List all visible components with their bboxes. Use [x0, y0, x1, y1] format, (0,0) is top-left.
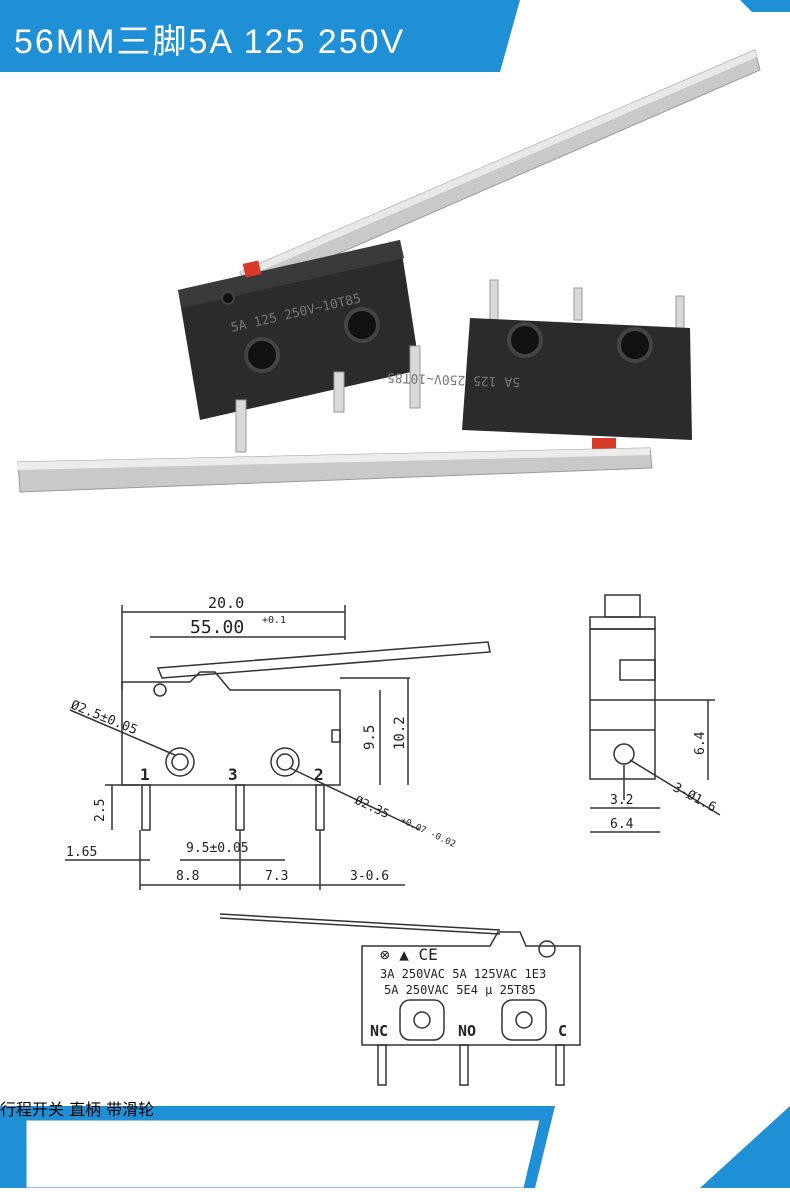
dim-lever-tol: +0.1 [262, 615, 286, 626]
terminal-no: NO [458, 1022, 476, 1040]
dim-side-w2: 6.4 [610, 817, 634, 832]
dim-pin-pitch-2: 7.3 [265, 869, 288, 884]
bottom-banner [0, 1096, 790, 1189]
dim-lever-length: 55.00 [190, 617, 244, 638]
rating-line-2: 5A 250VAC 5E4 μ 25T85 [384, 983, 536, 997]
bottom-banner-shape [0, 1106, 790, 1189]
dim-pin-width: 3-0.6 [350, 869, 389, 884]
left-hole-2 [344, 307, 380, 343]
pin-label-2: 2 [314, 765, 324, 784]
dim-offset: 1.65 [66, 845, 97, 860]
pin-label-3: 3 [228, 765, 238, 784]
pin-label-1: 1 [140, 765, 150, 784]
dim-height-total: 10.2 [392, 716, 408, 750]
dimension-drawing: 20.0 55.00 +0.1 Ø2.5±0.05 9.5 10.2 Ø2.35… [65, 594, 721, 890]
dim-side-w1: 3.2 [610, 793, 633, 808]
top-banner-shape [0, 0, 790, 72]
rating-line-1: 3A 250VAC 5A 125VAC 1E3 [380, 967, 546, 981]
footer-label: 行程开关 直柄 带滑轮 [0, 1100, 155, 1119]
left-hole-1 [244, 337, 280, 373]
dim-pin-len: 2.5 [93, 799, 108, 822]
left-pin-3 [333, 371, 345, 413]
terminal-nc: NC [370, 1022, 388, 1040]
right-switch: 5A 125 250V~10T85 [387, 279, 692, 452]
wiring-drawing: ⊗ ▲ CE 3A 250VAC 5A 125VAC 1E3 5A 250VAC… [219, 913, 581, 1086]
terminal-c: C [558, 1022, 567, 1040]
right-hole-1 [507, 322, 543, 358]
right-marking: 5A 125 250V~10T85 [387, 369, 521, 389]
left-pin-2 [409, 345, 421, 409]
product-title: 56MM三脚5A 125 250V [14, 23, 406, 61]
dim-side-height: 6.4 [693, 731, 708, 755]
dim-pin-hole: Ø2.35 [353, 793, 392, 821]
dim-hole-dia: Ø2.5±0.05 [69, 698, 140, 738]
top-banner: 56MM三脚5A 125 250V [0, 0, 790, 72]
right-hole-2 [617, 327, 653, 363]
dim-pin-hole-tol: +0.07 -0.02 [399, 816, 457, 850]
left-switch: 5A 125 250V~10T85 [178, 240, 421, 453]
dim-pin-pitch-1: 8.8 [176, 869, 199, 884]
dim-height-inner: 9.5 [362, 725, 378, 750]
dim-side-pin: 3-Ø1.6 [670, 780, 719, 815]
left-red-button [242, 260, 262, 278]
dim-width: 20.0 [208, 594, 244, 612]
product-photo: 5A 125 250V~10T85 5A 125 250V~10T85 [17, 49, 761, 493]
left-pin-1 [235, 399, 247, 453]
cert-symbols: ⊗ ▲ CE [380, 945, 438, 964]
dim-hole-spacing: 9.5±0.05 [186, 841, 249, 856]
